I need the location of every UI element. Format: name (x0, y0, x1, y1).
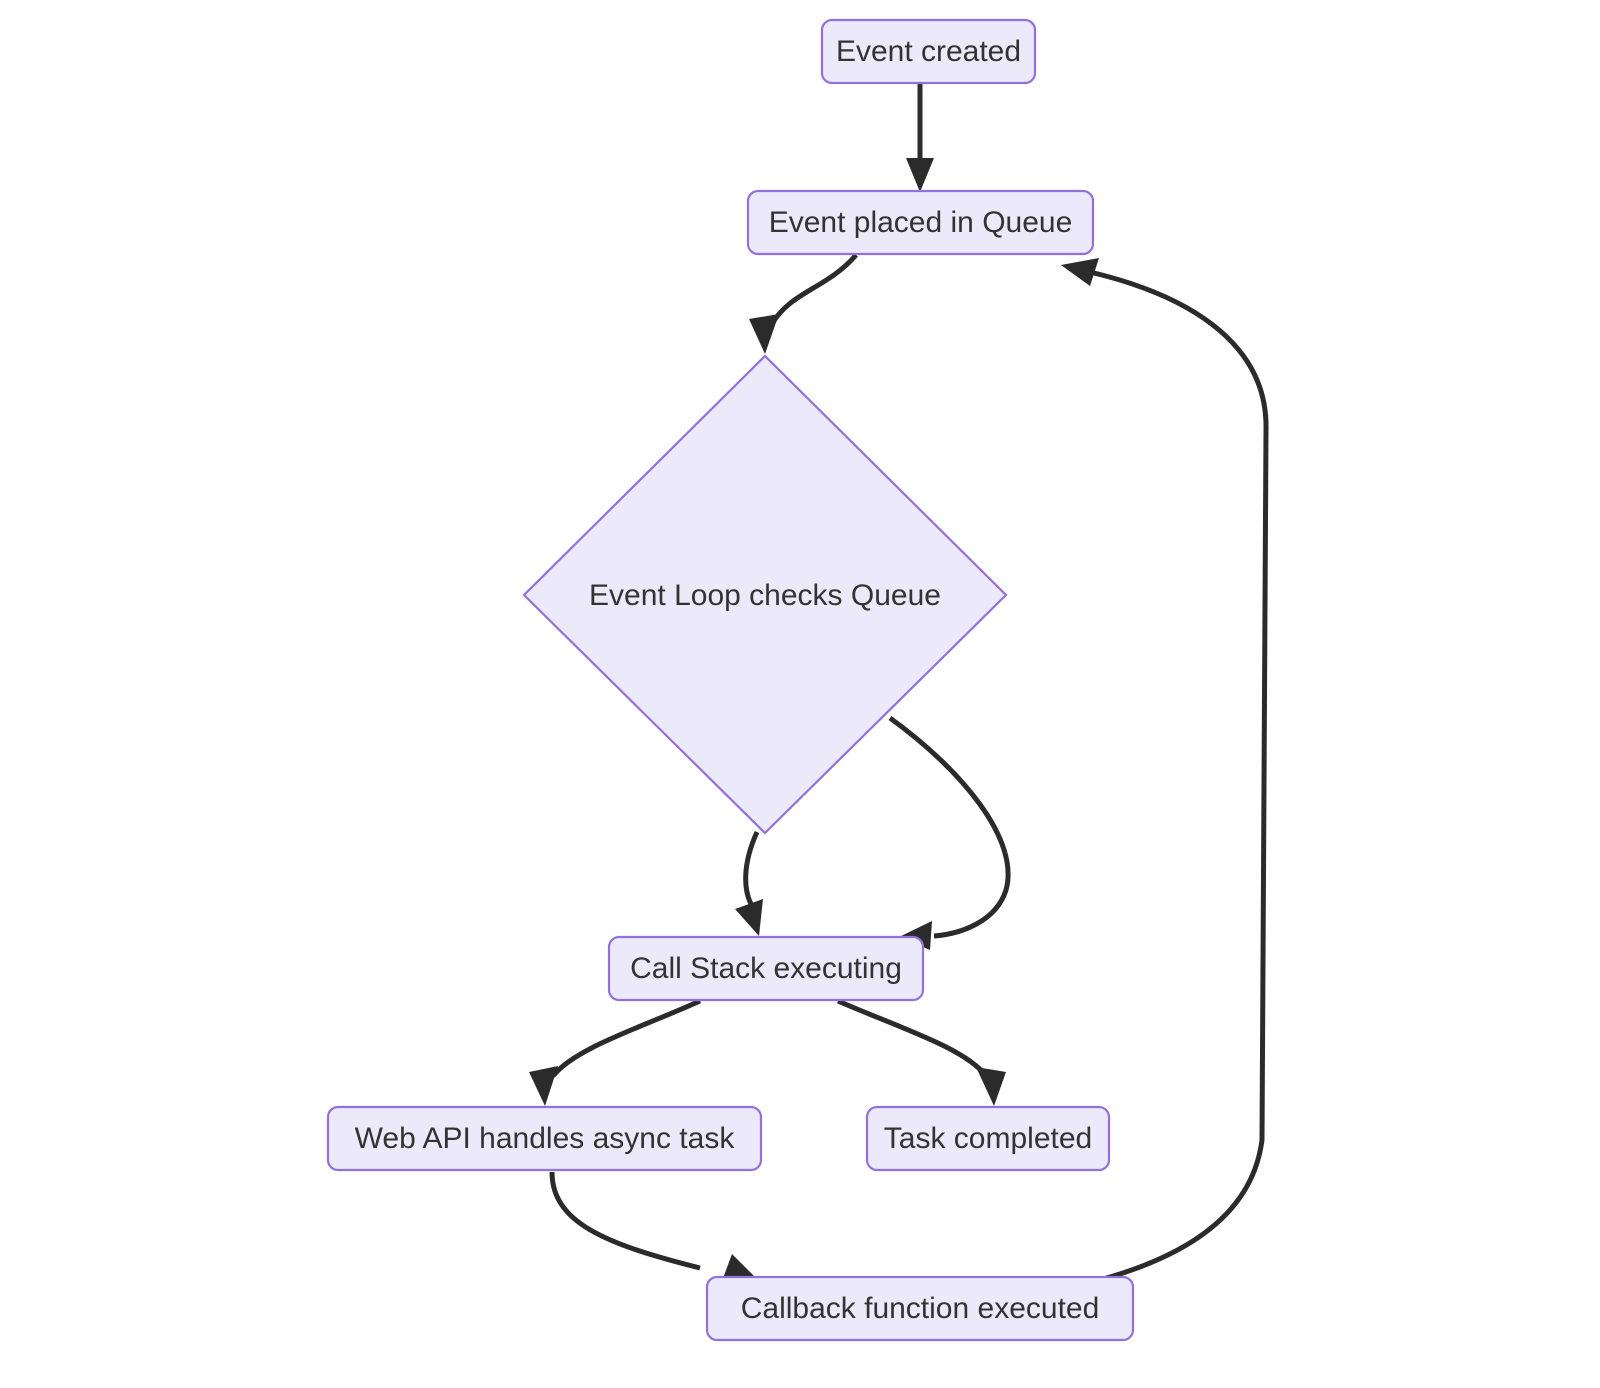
edge-call-stack-executing-to-task-completed (837, 998, 1006, 1106)
edge-event-created-to-event-placed-in-queue (906, 84, 934, 192)
node-event-created-label: Event created (836, 35, 1021, 68)
arrowhead-icon (906, 158, 934, 192)
node-event-placed-in-queue[interactable]: Event placed in Queue (746, 189, 1095, 256)
node-layer: Event created Event placed in Queue Even… (326, 18, 1135, 1342)
edge-event-loop-checks-queue-to-call-stack-executing-loop (888, 715, 1011, 950)
node-callback-function-executed-label: Callback function executed (741, 1292, 1100, 1325)
edge-line (549, 1171, 701, 1271)
node-call-stack-executing[interactable]: Call Stack executing (607, 935, 925, 1002)
edge-event-loop-checks-queue-to-call-stack-executing-direct (735, 830, 763, 936)
edge-line (769, 253, 858, 326)
arrowhead-icon (529, 1066, 558, 1106)
node-event-loop-checks-queue[interactable]: Event Loop checks Queue (522, 354, 1008, 835)
node-callback-function-executed-shape[interactable] (705, 1275, 1135, 1342)
node-event-created-shape[interactable] (820, 18, 1037, 85)
edge-layer (529, 84, 1269, 1289)
arrowhead-icon (735, 899, 763, 936)
node-task-completed[interactable]: Task completed (865, 1105, 1111, 1172)
node-event-created[interactable]: Event created (820, 18, 1037, 85)
edge-line (837, 998, 988, 1078)
node-callback-function-executed[interactable]: Callback function executed (705, 1275, 1135, 1342)
edge-line (1075, 269, 1269, 1289)
node-task-completed-shape[interactable] (865, 1105, 1111, 1172)
arrowhead-icon (1061, 258, 1099, 286)
edge-call-stack-executing-to-web-api-handles-async-task (529, 998, 702, 1106)
node-event-placed-in-queue-shape[interactable] (746, 189, 1095, 256)
node-event-loop-checks-queue-shape[interactable] (522, 354, 1008, 835)
edge-callback-function-executed-to-event-placed-in-queue (1061, 258, 1269, 1289)
arrowhead-icon (976, 1067, 1006, 1106)
node-event-loop-checks-queue-label: Event Loop checks Queue (589, 579, 941, 612)
edge-event-placed-in-queue-to-event-loop-checks-queue (749, 253, 858, 354)
node-event-placed-in-queue-label: Event placed in Queue (769, 206, 1073, 239)
edge-line (888, 715, 1011, 939)
node-web-api-handles-async-task-label: Web API handles async task (355, 1122, 736, 1155)
edge-line (743, 830, 760, 906)
arrowhead-icon (899, 921, 932, 950)
node-web-api-handles-async-task-shape[interactable] (326, 1105, 763, 1172)
arrowhead-icon (722, 1254, 760, 1282)
edge-line (551, 998, 702, 1078)
node-call-stack-executing-label: Call Stack executing (630, 952, 902, 985)
node-web-api-handles-async-task[interactable]: Web API handles async task (326, 1105, 763, 1172)
arrowhead-icon (749, 314, 779, 354)
node-task-completed-label: Task completed (884, 1122, 1092, 1155)
node-call-stack-executing-shape[interactable] (607, 935, 925, 1002)
edge-web-api-handles-async-task-to-callback-function-executed (549, 1171, 760, 1282)
